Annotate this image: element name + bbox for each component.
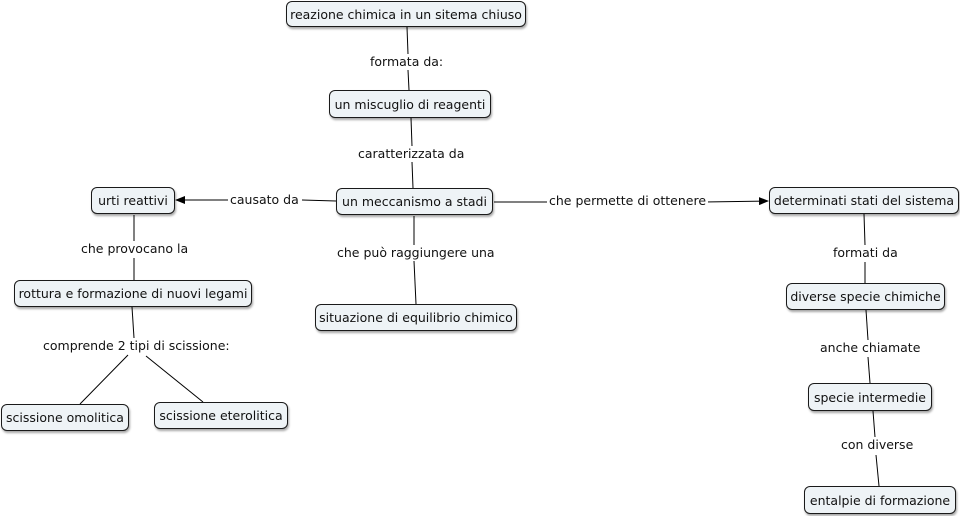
- line-caratterizzata-meccanismo: [411, 161, 414, 189]
- concept-label: entalpie di formazione: [809, 492, 951, 508]
- line-specie-anche: [865, 309, 869, 341]
- concept-label: specie intermedie: [813, 389, 927, 405]
- concept-label: rottura e formazione di nuovi legami: [18, 286, 248, 301]
- line-puo-equilibrio: [413, 260, 417, 305]
- link-con-diverse: con diverse: [839, 437, 916, 453]
- line-anche-intermedie: [867, 356, 871, 384]
- concept-specie-chimiche[interactable]: diverse specie chimiche: [786, 283, 945, 310]
- line-permette-stati: [703, 197, 769, 206]
- concept-meccanismo-stadi[interactable]: un meccanismo a stadi: [336, 188, 493, 215]
- line-reazione-formata: [406, 26, 409, 55]
- concept-scissione-omolitica[interactable]: scissione omolitica: [1, 404, 129, 431]
- link-formati-da: formati da: [831, 245, 900, 261]
- concept-label: un meccanismo a stadi: [342, 194, 487, 209]
- link-che-puo-raggiungere: che può raggiungere una: [335, 245, 497, 261]
- line-formata-miscuglio: [407, 69, 410, 91]
- line-miscuglio-caratterizzata: [410, 117, 413, 147]
- concept-miscuglio-reagenti[interactable]: un miscuglio di reagenti: [329, 90, 491, 118]
- link-causato-da: causato da: [228, 192, 301, 208]
- link-anche-chiamate: anche chiamate: [818, 340, 923, 356]
- line-intermedie-con: [872, 410, 876, 438]
- concept-stati-sistema[interactable]: determinati stati del sistema: [769, 187, 959, 214]
- concept-label: situazione di equilibrio chimico: [319, 310, 513, 325]
- concept-label: determinati stati del sistema: [773, 193, 955, 208]
- concept-label: un miscuglio di reagenti: [334, 96, 486, 112]
- concept-specie-intermedie[interactable]: specie intermedie: [808, 383, 932, 411]
- concept-reazione-chimica[interactable]: reazione chimica in un sitema chiuso: [286, 1, 526, 27]
- line-con-entalpie: [875, 454, 880, 487]
- concept-equilibrio-chimico[interactable]: situazione di equilibrio chimico: [315, 304, 517, 331]
- concept-label: scissione eterolitica: [159, 408, 283, 423]
- concept-label: scissione omolitica: [6, 410, 124, 425]
- line-stati-formati: [863, 213, 866, 246]
- link-che-permette: che permette di ottenere: [547, 193, 709, 209]
- line-meccanismo-causato: [301, 199, 337, 202]
- line-rottura-comprende: [131, 306, 135, 339]
- link-formata-da: formata da:: [368, 54, 446, 70]
- concept-label: reazione chimica in un sitema chiuso: [290, 6, 522, 22]
- concept-label: urti reattivi: [98, 193, 168, 208]
- concept-urti-reattivi[interactable]: urti reattivi: [91, 187, 175, 214]
- concept-scissione-eterolitica[interactable]: scissione eterolitica: [154, 402, 288, 429]
- link-che-provocano: che provocano la: [79, 241, 191, 257]
- link-caratterizzata-da: caratterizzata da: [356, 146, 467, 162]
- line-comprende-omolitica: [79, 354, 129, 405]
- link-comprende: comprende 2 tipi di scissione:: [41, 338, 232, 354]
- line-comprende-eterolitica: [145, 355, 204, 403]
- concept-entalpie-formazione[interactable]: entalpie di formazione: [804, 486, 956, 514]
- concept-rottura-legami[interactable]: rottura e formazione di nuovi legami: [14, 280, 252, 307]
- concept-label: diverse specie chimiche: [790, 289, 941, 304]
